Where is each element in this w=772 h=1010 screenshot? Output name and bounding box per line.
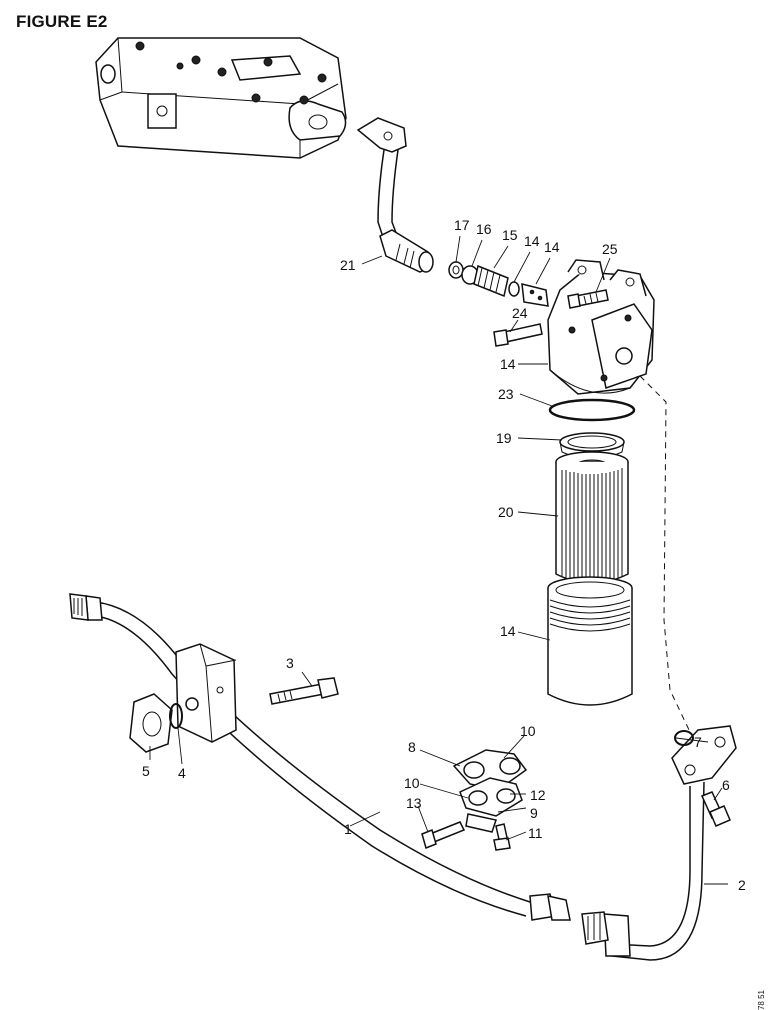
callout-14-bowl: 14	[500, 623, 516, 639]
callout-13: 13	[406, 795, 422, 811]
part-22-o-ring	[548, 398, 636, 422]
part-4-o-ring	[169, 703, 183, 729]
callout-25: 25	[602, 241, 618, 257]
part-1-pipe	[69, 593, 571, 921]
reference-code: 78 51	[757, 990, 766, 1010]
callout-9: 9	[530, 805, 538, 821]
callout-14-head: 14	[500, 356, 516, 372]
callout-19: 17	[454, 217, 470, 233]
part-13-bolt	[421, 821, 466, 850]
callout-12: 12	[530, 787, 546, 803]
relief-valve-parts	[448, 261, 549, 307]
figure-title: FIGURE E2	[16, 12, 108, 31]
callout-4: 4	[178, 765, 186, 781]
engine-head	[95, 37, 347, 159]
callout-3: 3	[286, 655, 294, 671]
part-20-seal	[559, 432, 625, 460]
callout-23: 21	[340, 257, 356, 273]
callout-6: 6	[722, 777, 730, 793]
callout-2: 2	[738, 877, 746, 893]
callout-10-bottom: 10	[404, 775, 420, 791]
part-23-pipe	[356, 117, 434, 273]
callout-10-top: 10	[520, 723, 536, 739]
callout-labels: 21 17 16 15 14 14 25 24 14 23 19 20 14 3…	[142, 217, 746, 893]
alignment-dashed-line	[639, 375, 691, 733]
part-14-filter-head	[547, 259, 655, 395]
callout-8: 8	[408, 739, 416, 755]
callout-24: 24	[512, 305, 528, 321]
part-7-o-ring	[674, 730, 694, 746]
leader-lines	[149, 235, 728, 885]
callout-18: 16	[476, 221, 492, 237]
callout-1: 1	[344, 821, 352, 837]
callout-5: 5	[142, 763, 150, 779]
part-25-bolt	[567, 289, 609, 309]
callout-17: 15	[502, 227, 518, 243]
part-14-filter-bowl	[547, 576, 633, 706]
clamp-assembly	[452, 749, 528, 833]
callout-11: 11	[528, 825, 543, 841]
callout-20: 19	[496, 430, 512, 446]
part-6-bolt	[700, 791, 731, 827]
callout-22: 23	[498, 386, 514, 402]
part-21-filter-element	[555, 451, 629, 584]
callout-15: 14	[544, 239, 560, 255]
part-5-gasket	[129, 693, 173, 753]
part-2-pipe	[581, 725, 737, 961]
part-11-bolt	[493, 823, 511, 851]
part-3-bolt	[269, 677, 339, 705]
callout-21: 20	[498, 504, 514, 520]
pipe-1-block	[175, 643, 237, 743]
part-24-bolt	[493, 323, 543, 347]
callout-7: 7	[694, 734, 702, 750]
callout-16: 14	[524, 233, 540, 249]
